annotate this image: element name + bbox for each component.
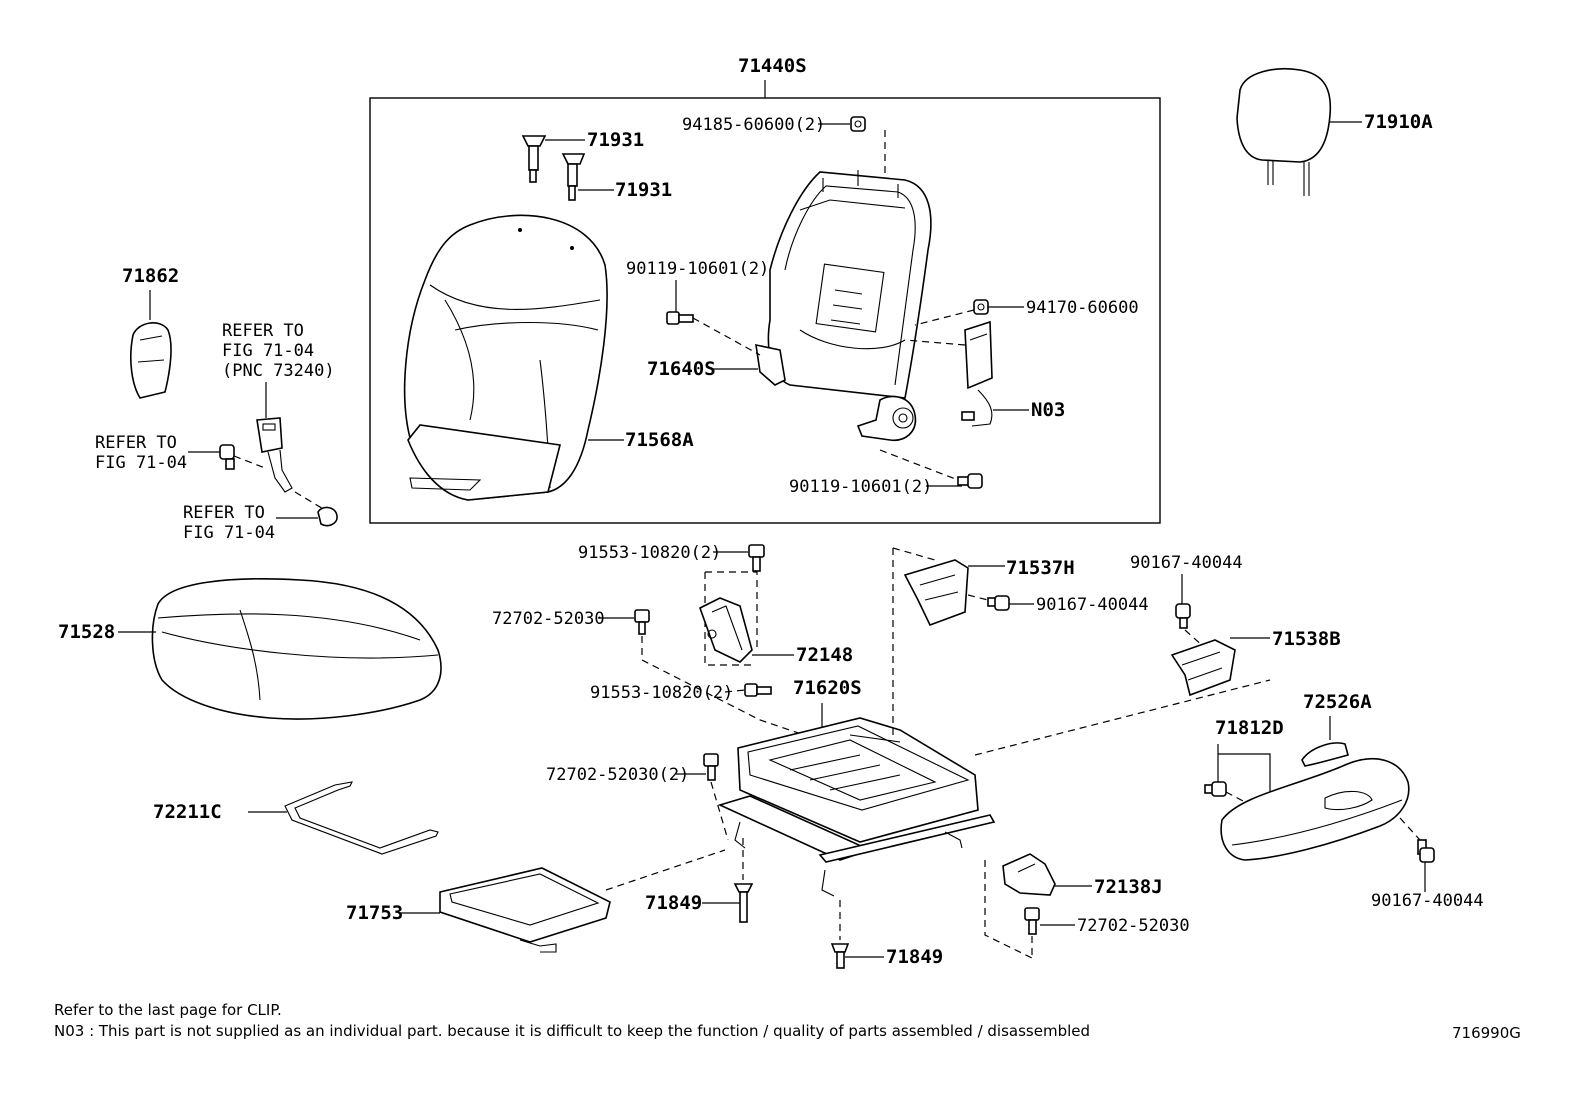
seat-cushion-71528[interactable]: [151, 578, 442, 720]
label-fig-71-04-2[interactable]: FIG 71-04: [95, 453, 187, 473]
seatback-cover-71568A[interactable]: [403, 214, 608, 501]
note-n03: N03 : This part is not supplied as an in…: [54, 1022, 1090, 1040]
label-71538B[interactable]: 71538B: [1272, 628, 1341, 650]
bracket-72148[interactable]: [699, 597, 753, 663]
label-91553-10820-b[interactable]: 91553-10820(2): [590, 683, 733, 703]
diagram-code: 716990G: [1452, 1024, 1521, 1042]
label-91553-10820-a[interactable]: 91553-10820(2): [578, 543, 721, 563]
bolt-91553-10820-a[interactable]: [748, 544, 765, 572]
label-refer-to-2[interactable]: REFER TO: [95, 433, 177, 453]
headrest-guide-71931-b[interactable]: [561, 153, 586, 201]
label-90119-10601-a[interactable]: 90119-10601(2): [626, 259, 769, 279]
bolt-90119-10601-b[interactable]: [957, 473, 983, 489]
label-71812D[interactable]: 71812D: [1215, 717, 1284, 739]
label-71862[interactable]: 71862: [122, 265, 179, 287]
label-71537H[interactable]: 71537H: [1006, 557, 1075, 579]
bolt-94170-60600[interactable]: [973, 299, 989, 315]
label-90167-40044-b[interactable]: 90167-40044: [1130, 553, 1243, 573]
label-pnc-73240[interactable]: (PNC 73240): [222, 361, 335, 381]
label-refer-to-3[interactable]: REFER TO: [183, 503, 265, 523]
label-N03[interactable]: N03: [1031, 399, 1065, 421]
cover-72138J[interactable]: [1002, 853, 1056, 896]
label-72702-52030-2[interactable]: 72702-52030(2): [546, 765, 689, 785]
label-90167-40044-a[interactable]: 90167-40044: [1036, 595, 1149, 615]
seatback-assembly-group: 71440S 71568A 71931 71931: [369, 55, 1161, 524]
side-airbag-module-N03[interactable]: [961, 320, 993, 427]
screw-72702-52030-c[interactable]: [1024, 907, 1040, 935]
knob-72526A[interactable]: [1301, 742, 1349, 767]
cover-71862[interactable]: [130, 322, 172, 399]
washer-refer-fig-71-04[interactable]: [317, 506, 338, 527]
bolt-91553-10820-b[interactable]: [744, 683, 772, 697]
label-refer-to-1[interactable]: REFER TO: [222, 321, 304, 341]
screw-72702-52030-a[interactable]: [634, 609, 650, 635]
pin-71849-b[interactable]: [830, 943, 850, 969]
seatbelt-buckle[interactable]: [256, 417, 293, 493]
label-71440S[interactable]: 71440S: [738, 55, 807, 77]
label-71568A[interactable]: 71568A: [625, 429, 694, 451]
side-cover-71812D[interactable]: [1220, 757, 1410, 861]
label-72211C[interactable]: 72211C: [153, 801, 222, 823]
label-71753[interactable]: 71753: [346, 902, 403, 924]
screw-90167-40044-a[interactable]: [987, 595, 1010, 611]
label-72526A[interactable]: 72526A: [1303, 691, 1372, 713]
seatback-frame-71640S[interactable]: [755, 170, 932, 441]
label-71910A[interactable]: 71910A: [1364, 111, 1433, 133]
tray-71753[interactable]: [439, 867, 611, 953]
label-fig-71-04-1[interactable]: FIG 71-04: [222, 341, 314, 361]
bolt-refer-fig-71-04[interactable]: [219, 444, 235, 470]
label-71528[interactable]: 71528: [58, 621, 115, 643]
screw-72702-52030-b[interactable]: [703, 753, 719, 781]
note-clip: Refer to the last page for CLIP.: [54, 1001, 282, 1019]
screw-90167-40044-b[interactable]: [1175, 603, 1191, 629]
bolt-90119-10601-a[interactable]: [666, 311, 694, 325]
headrest-71910A[interactable]: [1236, 68, 1332, 196]
label-72702-52030-c[interactable]: 72702-52030: [1077, 916, 1190, 936]
pin-71849-a[interactable]: [733, 883, 754, 923]
seat-track-frame-71620S[interactable]: [717, 717, 996, 897]
label-71931-b[interactable]: 71931: [615, 179, 672, 201]
wire-72211C[interactable]: [284, 781, 439, 855]
label-fig-71-04-3[interactable]: FIG 71-04: [183, 523, 275, 543]
label-71849-a[interactable]: 71849: [645, 892, 702, 914]
cover-71537H[interactable]: [903, 559, 969, 627]
label-94170-60600[interactable]: 94170-60600: [1026, 298, 1139, 318]
label-71931-a[interactable]: 71931: [587, 129, 644, 151]
cover-71538B[interactable]: [1170, 639, 1236, 697]
screw-71812D[interactable]: [1204, 781, 1227, 797]
label-90167-40044-c[interactable]: 90167-40044: [1371, 891, 1484, 911]
label-72148[interactable]: 72148: [796, 644, 853, 666]
screw-90167-40044-c[interactable]: [1417, 839, 1435, 863]
nut-94185-60600[interactable]: [850, 116, 866, 132]
label-71640S[interactable]: 71640S: [647, 358, 716, 380]
label-94185-60600[interactable]: 94185-60600(2): [682, 115, 825, 135]
headrest-guide-71931-a[interactable]: [521, 135, 547, 183]
label-90119-10601-b[interactable]: 90119-10601(2): [789, 477, 932, 497]
label-71849-b[interactable]: 71849: [886, 946, 943, 968]
label-72138J[interactable]: 72138J: [1094, 876, 1163, 898]
label-72702-52030-a[interactable]: 72702-52030: [492, 609, 605, 629]
label-71620S[interactable]: 71620S: [793, 677, 862, 699]
